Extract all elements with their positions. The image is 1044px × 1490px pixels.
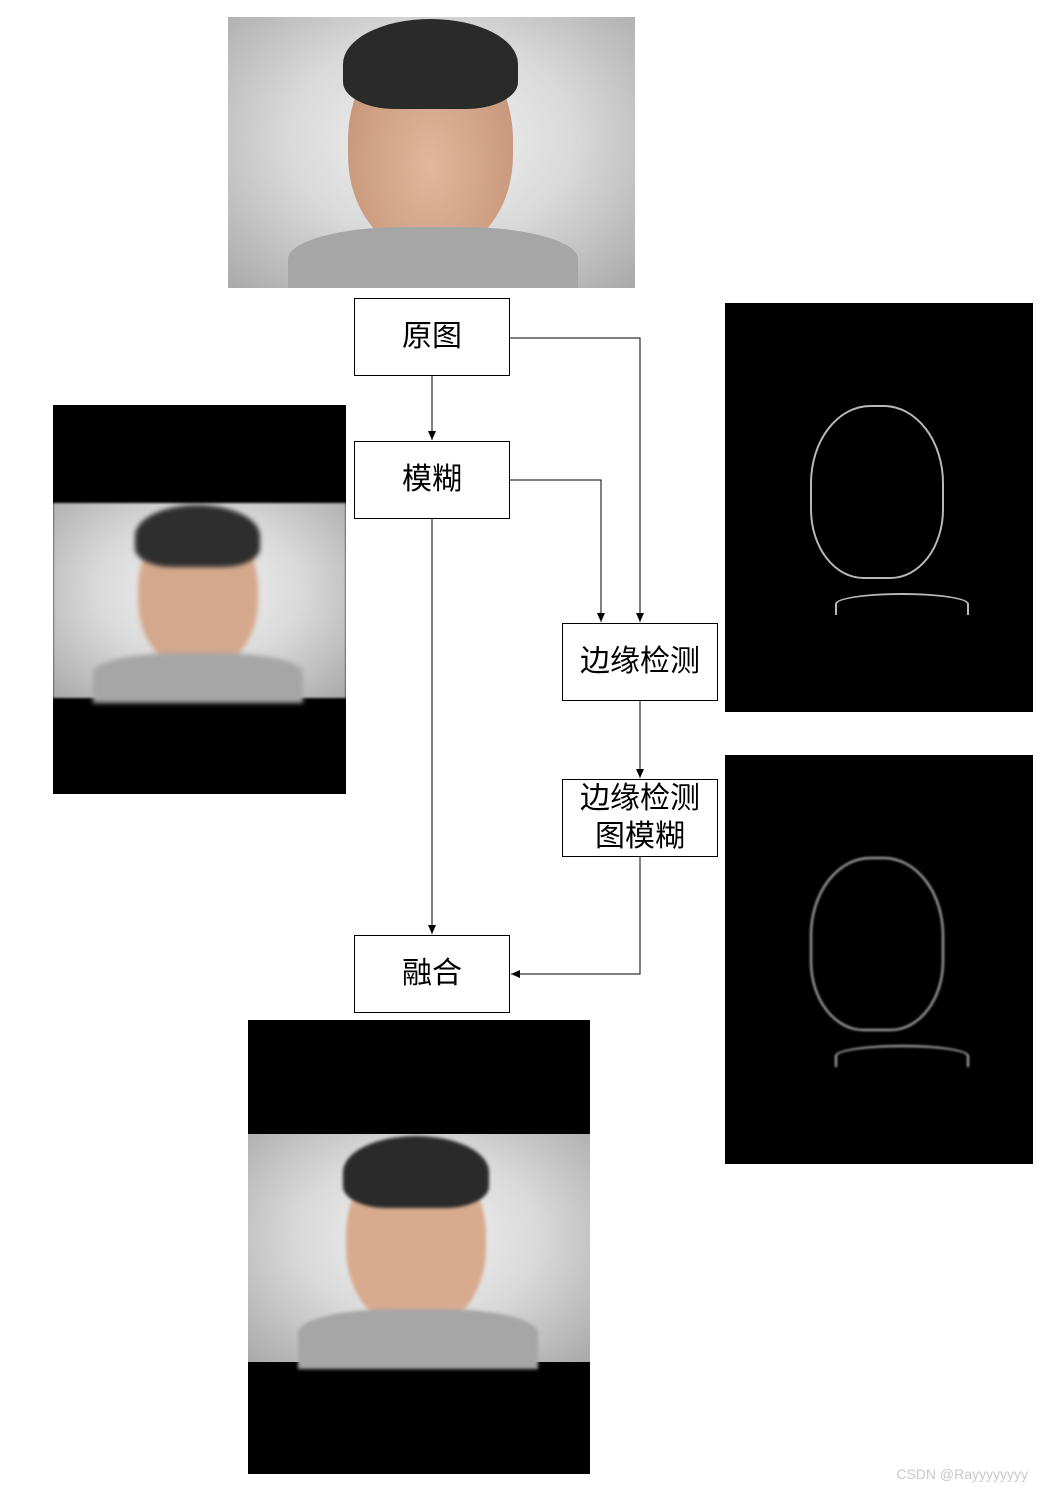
- blurred-edge-map: [725, 755, 1033, 1164]
- node-label: 模糊: [402, 462, 462, 497]
- node-edge-detect: 边缘检测: [562, 623, 718, 701]
- node-label: 边缘检测: [580, 644, 700, 679]
- fused-photo: [248, 1020, 590, 1474]
- node-original: 原图: [354, 298, 510, 376]
- node-blur: 模糊: [354, 441, 510, 519]
- node-label: 边缘检测: [580, 781, 700, 816]
- arrow-original-to-edge: [510, 337, 644, 622]
- arrow-blur-to-edge: [510, 479, 605, 622]
- edge-map: [725, 303, 1033, 712]
- arrow-edgeblur-to-fusion: [511, 857, 641, 978]
- node-label: 融合: [402, 956, 462, 991]
- node-edge-blur: 边缘检测 图模糊: [562, 779, 718, 857]
- node-fusion: 融合: [354, 935, 510, 1013]
- watermark: CSDN @Rayyyyyyyy: [896, 1466, 1028, 1482]
- blurred-photo: [53, 405, 346, 794]
- original-photo: [228, 17, 635, 288]
- node-label: 图模糊: [595, 819, 685, 854]
- node-label: 原图: [402, 319, 462, 354]
